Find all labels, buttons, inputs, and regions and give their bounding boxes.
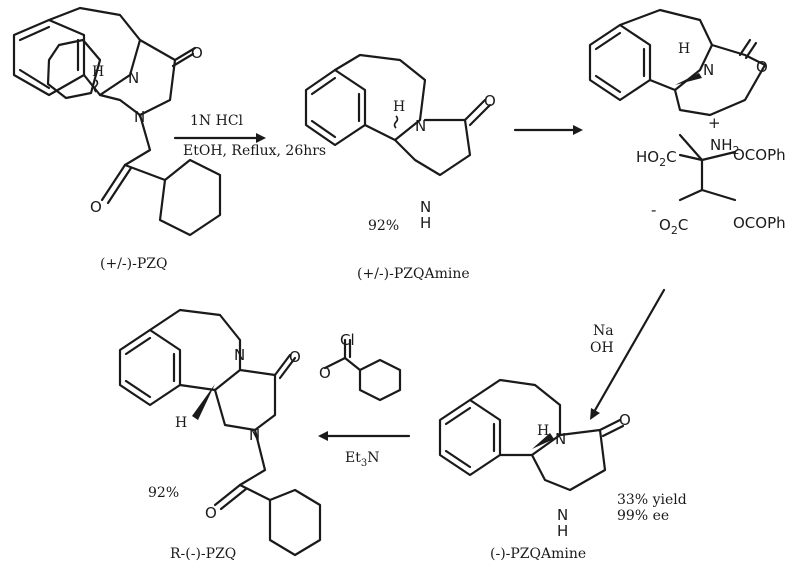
step3-base-line-1: Na: [593, 323, 614, 339]
step4-base: Et3N: [345, 450, 379, 469]
pzq-wavy-bond: [93, 79, 99, 93]
salt-carboxylate-charge: -: [651, 201, 656, 219]
s-amine-nitrogen-1: N: [555, 430, 566, 448]
arrow-4-head: [318, 431, 328, 441]
pzq-oxygen-2: O: [90, 198, 102, 216]
salt-carboxylic-acid: HO2C: [636, 148, 677, 169]
arrow-2-head: [573, 125, 583, 135]
salt-oxygen: O: [756, 58, 768, 76]
tartrate-salt-structure: [588, 8, 767, 202]
arrow-1-head: [256, 133, 266, 143]
salt-plus-charge: +: [708, 114, 721, 132]
step1-solvent: EtOH, Reflux, 26hrs: [183, 143, 326, 159]
r-pzq-nitrogen-2: N: [249, 426, 260, 444]
pzq-stereo-hydrogen: H: [92, 64, 104, 80]
cyclohexanecarbonyl-chloride-structure: [323, 338, 402, 402]
s-amine-oxygen: O: [619, 411, 631, 429]
arrow-3: [592, 288, 666, 414]
pzq-nitrogen-2: N: [134, 108, 145, 126]
step1-reagent: 1N HCl: [190, 113, 244, 129]
amine-wavy-bond: [393, 115, 399, 129]
racemic-pzq-amine-structure: [304, 53, 492, 177]
salt-stereo-hydrogen: H: [678, 41, 690, 57]
compound-label-rac-pzq: (+/-)-PZQ: [100, 256, 167, 272]
salt-nitrogen: N: [703, 61, 714, 79]
amine-stereo-hydrogen: H: [393, 99, 405, 115]
s-amine-stereo-hydrogen: H: [537, 423, 549, 439]
s-amine-nitrogen-2-h: H: [557, 522, 568, 540]
pzq-oxygen-1: O: [191, 44, 203, 62]
salt-ester-bottom: OCOPh: [733, 214, 786, 232]
amine-nitrogen-2: N: [420, 198, 431, 216]
s-pzq-amine-structure: [438, 378, 625, 492]
r-pzq-nitrogen-1: N: [234, 346, 245, 364]
step3-ee: 99% ee: [617, 508, 669, 524]
salt-ester-top: OCOPh: [733, 146, 786, 164]
amine-nitrogen-2-h: H: [420, 214, 431, 232]
r-pzq-oxygen-2: O: [205, 504, 217, 522]
r-pzq-oxygen-1: O: [289, 348, 301, 366]
compound-label-s-amine: (-)-PZQAmine: [490, 546, 586, 562]
r-pzq-stereo-hydrogen: H: [175, 415, 187, 431]
arrow-3-head: [590, 408, 600, 420]
step3-yield: 33% yield: [617, 492, 687, 508]
compound-label-r-pzq: R-(-)-PZQ: [170, 546, 236, 562]
amine-oxygen: O: [484, 92, 496, 110]
step3-base-line-2: OH: [590, 340, 614, 356]
s-amine-nitrogen-2: N: [557, 506, 568, 524]
salt-carboxylate: O2C: [659, 216, 688, 237]
salt-ammonium-label: NH2: [710, 136, 740, 157]
racemic-praziquantel-structure: [12, 6, 222, 237]
amine-nitrogen-1: N: [415, 117, 426, 135]
reagent-oxygen: O: [319, 364, 331, 382]
pzq-nitrogen-1: N: [128, 69, 139, 87]
step4-yield: 92%: [148, 485, 179, 501]
compound-label-rac-amine: (+/-)-PZQAmine: [357, 266, 470, 282]
r-praziquantel-structure: [118, 308, 322, 557]
reagent-chlorine: Cl: [340, 331, 355, 349]
step1-yield: 92%: [368, 218, 399, 234]
